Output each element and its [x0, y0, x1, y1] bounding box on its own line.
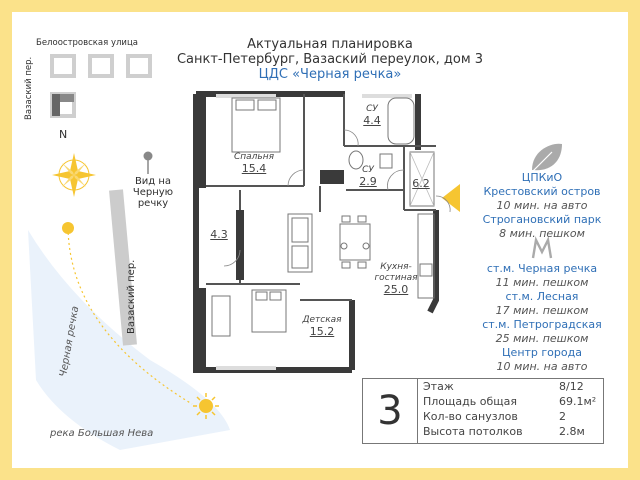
metro-2-time: 17 мин. пешком [495, 304, 589, 317]
place-1-time: 10 мин. на авто [496, 199, 588, 212]
room-bath2-area: 2.9 [359, 175, 377, 188]
complex-link[interactable]: ЦДС «Черная речка» [258, 67, 402, 82]
area-value: 69.1м² [559, 395, 597, 408]
street-label-mid: Вазаский пер. [126, 259, 137, 334]
metro-info: ст.м. Черная речка 11 мин. пешком ст.м. … [478, 262, 606, 374]
room-kids-area: 15.2 [309, 325, 335, 338]
building-highlight [52, 94, 60, 116]
sun-start-icon [62, 222, 74, 234]
view-label: Вид на Черную речку [118, 176, 188, 209]
room-bedroom: Спальня 15.4 [222, 152, 286, 174]
floor-label: Этаж [423, 380, 454, 393]
building-blocks [50, 54, 152, 118]
north-label: N [59, 128, 68, 141]
metro-1-time: 11 мин. пешком [495, 276, 589, 289]
room-kids: Детская 15.2 [300, 315, 344, 337]
plan-title: Актуальная планировка [247, 37, 413, 52]
center-name[interactable]: Центр города [502, 346, 582, 359]
floor-value: 8/12 [559, 380, 584, 393]
room-bath2-name: СУ [362, 165, 374, 175]
metro-icon [531, 236, 553, 259]
leaf-icon [529, 143, 562, 175]
place-1-name[interactable]: ЦПКиО [521, 171, 563, 184]
view-label-line2: Черную речку [132, 187, 174, 209]
metro-3-name[interactable]: ст.м. Петроградская [482, 318, 602, 331]
place-2-name[interactable]: Строгановский парк [482, 213, 602, 226]
room-bath1: СУ 4.4 [352, 104, 392, 126]
bath-label: Кол-во санузлов [423, 410, 518, 423]
plan-address: Санкт-Петербург, Вазаский переулок, дом … [176, 52, 484, 67]
room-kitchen: Кухня- гостиная 25.0 [370, 262, 422, 295]
street-label-top: Белоостровская улица [36, 38, 138, 48]
entrance-arrow-icon [442, 184, 460, 212]
street-label-left: Вазаский пер. [24, 56, 34, 120]
place-1-name2[interactable]: Крестовский остров [483, 185, 601, 198]
room-bath1-name: СУ [366, 104, 378, 114]
room-hall: 6.2 [406, 178, 436, 189]
room-hall-area: 6.2 [412, 177, 430, 190]
center-time: 10 мин. на авто [496, 360, 588, 373]
road [109, 189, 137, 346]
room-corridor-area: 4.3 [210, 228, 228, 241]
metro-1-name[interactable]: ст.м. Черная речка [486, 262, 598, 275]
bottom-river-label: река Большая Нева [50, 428, 154, 439]
sun-path [67, 227, 193, 405]
ceiling-label: Высота потолков [423, 425, 523, 438]
river-area [28, 230, 230, 450]
room-bath2: СУ 2.9 [350, 165, 386, 187]
place-2-time: 8 мин. пешком [499, 227, 585, 240]
view-pin-icon [143, 151, 153, 174]
room-bedroom-area: 15.4 [241, 162, 267, 175]
compass-icon [52, 153, 96, 197]
room-kitchen-area: 25.0 [383, 283, 409, 296]
metro-2-name[interactable]: ст.м. Лесная [505, 290, 579, 303]
sun-end-icon [193, 393, 219, 419]
room-kids-name: Детская [302, 315, 342, 325]
room-bedroom-name: Спальня [233, 152, 275, 162]
places-info: ЦПКиО Крестовский остров 10 мин. на авто… [478, 171, 606, 241]
ceiling-value: 2.8м [559, 425, 585, 438]
rooms-count: 3 [363, 379, 418, 443]
bath-value: 2 [559, 410, 566, 423]
stats-table: 3 Этаж 8/12 Площадь общая 69.1м² Кол-во … [362, 378, 604, 444]
view-label-line1: Вид на [134, 176, 172, 187]
room-kitchen-name2: гостиная [374, 273, 418, 283]
area-label: Площадь общая [423, 395, 517, 408]
floor-plan [193, 91, 460, 373]
room-bath1-area: 4.4 [363, 114, 381, 127]
metro-3-time: 25 мин. пешком [495, 332, 589, 345]
room-kitchen-name1: Кухня- [380, 262, 412, 272]
room-corridor: 4.3 [206, 229, 232, 240]
